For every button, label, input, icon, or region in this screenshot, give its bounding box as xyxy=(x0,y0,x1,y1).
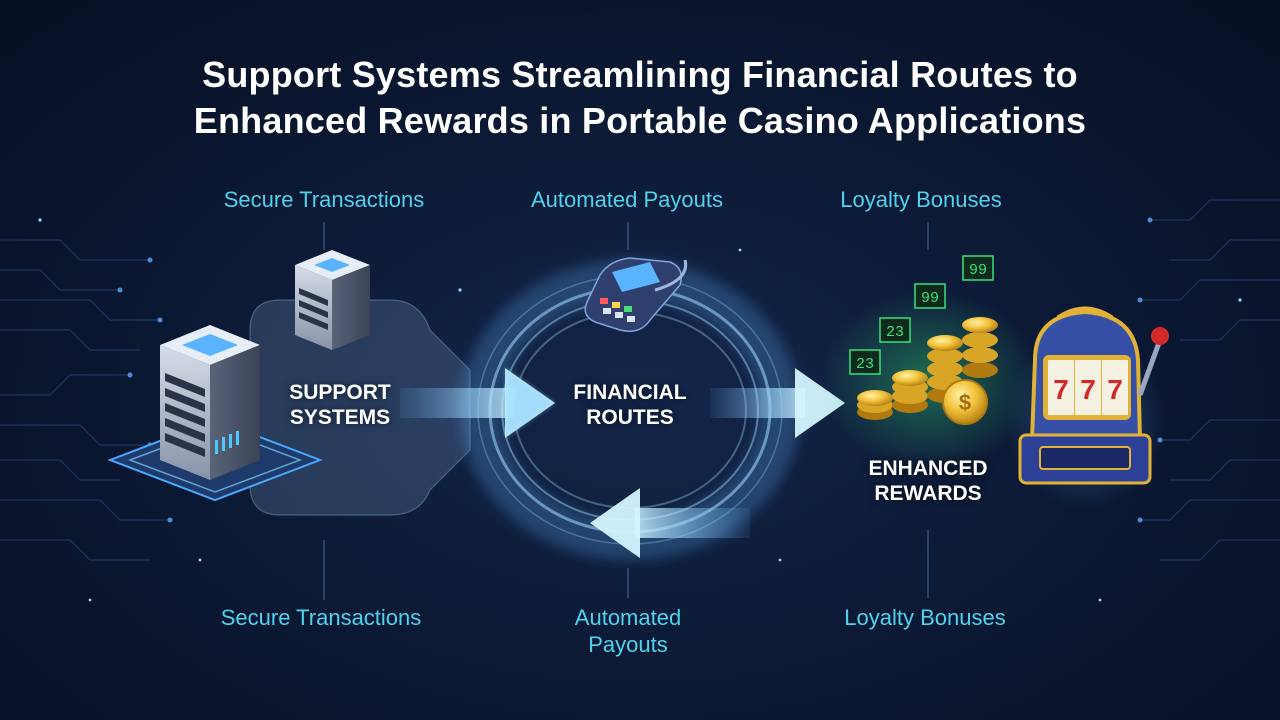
server-rack-small xyxy=(295,250,370,350)
circuit-traces-right xyxy=(1140,199,1280,561)
server-rack-large xyxy=(107,325,323,502)
sparkles xyxy=(38,218,1242,602)
label-bottom-loyalty-bonuses: Loyalty Bonuses xyxy=(844,605,1006,630)
svg-text:7: 7 xyxy=(1053,374,1069,405)
svg-text:$: $ xyxy=(959,390,971,415)
svg-text:99: 99 xyxy=(969,262,987,279)
payment-terminal xyxy=(584,257,688,332)
label-bottom-secure-transactions: Secure Transactions xyxy=(220,605,422,630)
svg-text:7: 7 xyxy=(1107,374,1123,405)
node-financial-routes: FINANCIAL ROUTES xyxy=(530,380,730,430)
node-support-systems: SUPPORT SYSTEMS xyxy=(240,380,440,430)
label-top-secure-transactions: Secure Transactions xyxy=(223,187,425,212)
svg-text:23: 23 xyxy=(886,324,904,341)
label-top-automated-payouts: Automated Payouts xyxy=(530,187,724,212)
label-bottom-payouts-line-2: Payouts xyxy=(588,632,668,657)
title-line-2: Enhanced Rewards in Portable Casino Appl… xyxy=(193,100,1087,141)
slot-machine: 7 7 7 xyxy=(1005,306,1169,510)
node-financial-line-2: ROUTES xyxy=(586,406,674,429)
price-tag-23-upper: 23 xyxy=(879,317,911,343)
label-bottom-payouts-line-1: Automated xyxy=(574,605,682,630)
arrow-support-to-financial xyxy=(400,368,555,438)
circuit-traces-left xyxy=(0,239,170,561)
label-bottom-automated-payouts: Automated Payouts xyxy=(528,604,728,658)
connector-lines xyxy=(323,222,929,600)
coin-stacks: $ xyxy=(857,317,998,425)
svg-text:7: 7 xyxy=(1080,374,1096,405)
svg-text:99: 99 xyxy=(921,290,939,307)
node-enhanced-rewards: ENHANCED REWARDS xyxy=(828,456,1028,506)
page-title: Support Systems Streamlining Financial R… xyxy=(0,52,1280,144)
arrow-financial-to-rewards xyxy=(710,368,845,438)
arrow-return-loop xyxy=(590,488,750,558)
node-financial-line-1: FINANCIAL xyxy=(573,381,687,404)
node-support-line-1: SUPPORT xyxy=(289,381,391,404)
node-rewards-line-2: REWARDS xyxy=(874,482,982,505)
node-rewards-line-1: ENHANCED xyxy=(868,457,988,480)
node-support-line-2: SYSTEMS xyxy=(289,406,391,429)
label-top-loyalty-bonuses: Loyalty Bonuses xyxy=(840,187,1002,212)
title-line-1: Support Systems Streamlining Financial R… xyxy=(202,54,1078,95)
price-tag-99-mid: 99 xyxy=(914,283,946,309)
price-tag-23-lower: 23 xyxy=(849,349,881,375)
price-tag-99-top: 99 xyxy=(962,255,994,281)
svg-text:23: 23 xyxy=(856,356,874,373)
